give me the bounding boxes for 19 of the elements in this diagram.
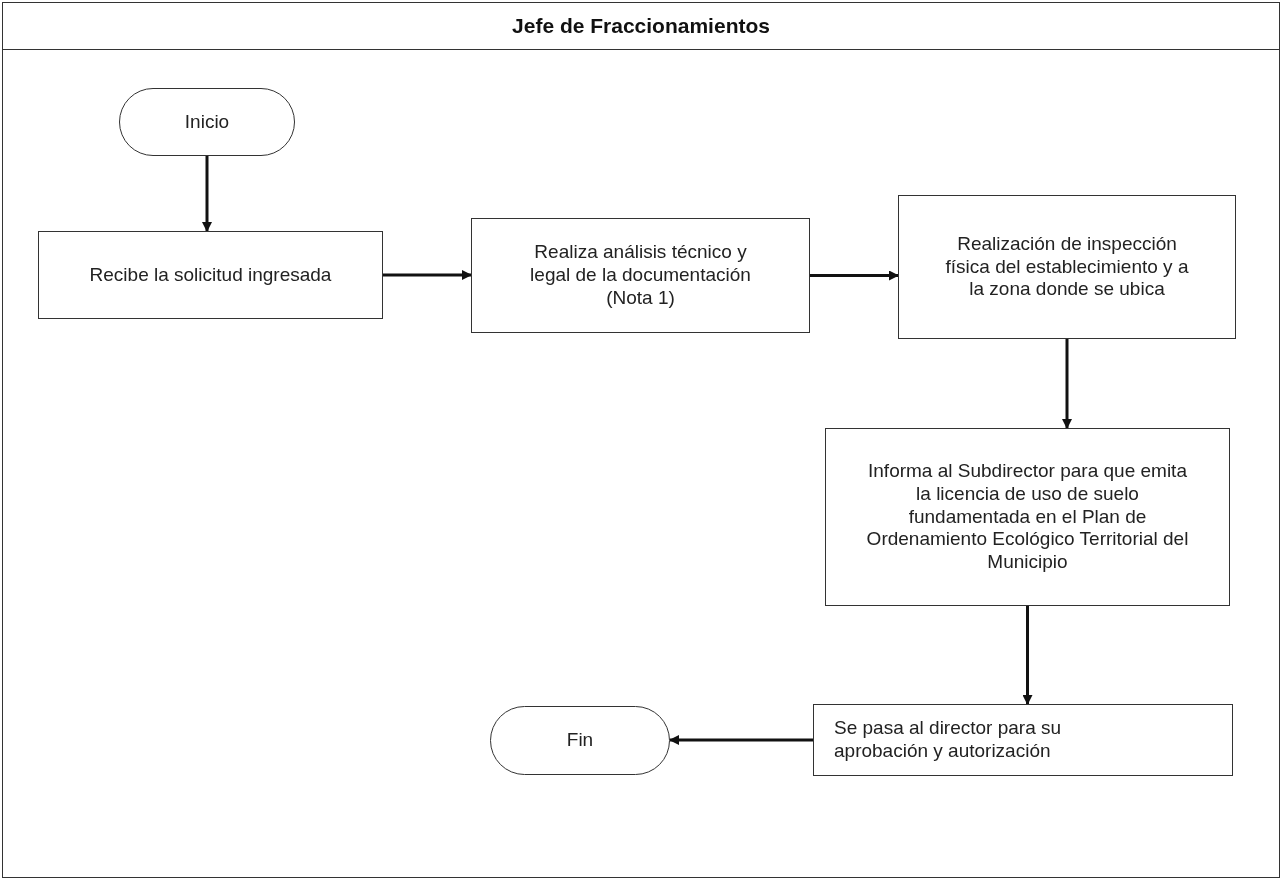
process-box	[825, 428, 1230, 606]
arrow	[669, 735, 813, 745]
node-text: Informa al Subdirector para que emita la licencia de uso de suelo fundamentada en el Plan de Ordenamiento Ecológico Territorial del Municipio	[866, 460, 1189, 574]
node-text: Realización de inspección física del establecimiento y a la zona donde se ubica	[944, 232, 1190, 302]
arrow	[383, 270, 472, 280]
process-box	[38, 231, 383, 319]
node-text: Fin	[566, 729, 594, 752]
node-text: Recibe la solicitud ingresada	[89, 263, 332, 287]
arrow	[810, 270, 899, 281]
arrow	[202, 156, 212, 232]
process-box	[471, 218, 810, 333]
node-text: Realiza análisis técnico y legal de la documentación (Nota 1)	[529, 241, 752, 310]
node-text: Inicio	[184, 110, 230, 134]
lane-heading: Jefe de Fraccionamientos	[512, 14, 770, 38]
process-box	[813, 704, 1233, 776]
process-box	[898, 195, 1236, 339]
arrow	[1062, 339, 1072, 429]
node-text: Se pasa al director para su aprobación y autorización	[834, 717, 1063, 763]
arrow	[1022, 606, 1033, 705]
